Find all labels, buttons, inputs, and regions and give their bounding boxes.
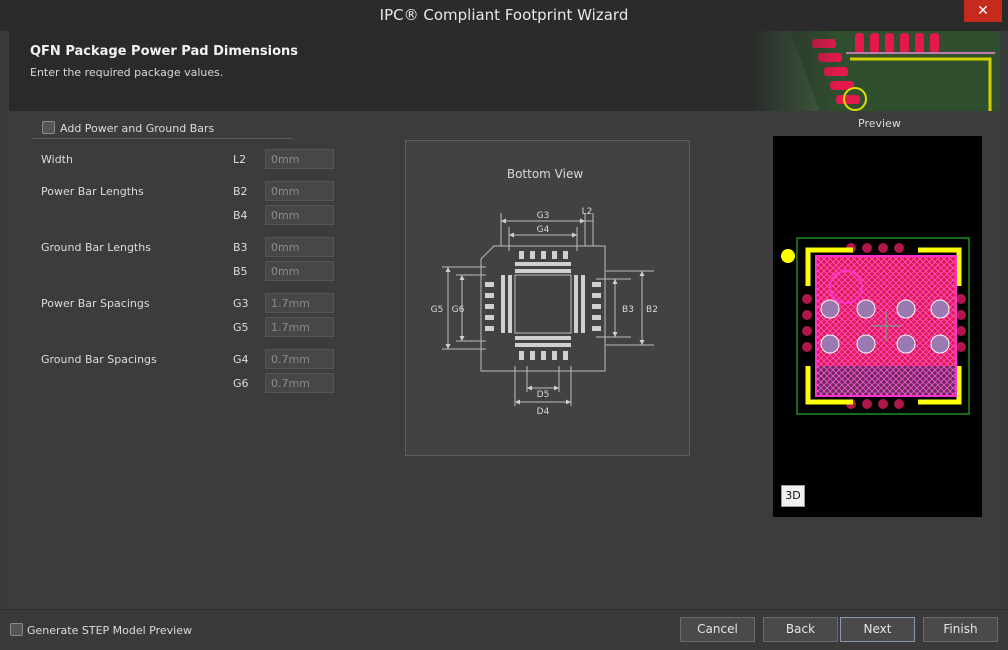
l2-code: L2 <box>233 153 247 166</box>
g6-field[interactable]: 0.7mm <box>265 373 334 393</box>
g5-code: G5 <box>233 321 249 334</box>
b2-code: B2 <box>233 185 248 198</box>
bottom-view-diagram: Bottom View <box>405 140 690 456</box>
header-pcb-illustration-icon <box>750 31 1000 111</box>
section-divider <box>32 138 293 139</box>
width-label: Width <box>41 153 73 166</box>
power-bar-spacings-label: Power Bar Spacings <box>41 297 150 310</box>
b4-code: B4 <box>233 209 248 222</box>
page-subtitle: Enter the required package values. <box>30 66 224 79</box>
generate-step-preview-label: Generate STEP Model Preview <box>27 624 192 637</box>
generate-step-preview-checkbox[interactable] <box>10 623 23 636</box>
dim-b2-label: B2 <box>646 305 658 315</box>
cancel-button[interactable]: Cancel <box>680 617 755 642</box>
wizard-header: QFN Package Power Pad Dimensions Enter t… <box>9 31 1000 111</box>
footer-divider <box>0 609 1008 610</box>
dim-d4-label: D4 <box>537 407 550 417</box>
3d-button[interactable]: 3D <box>781 485 805 507</box>
dim-g5-label: G5 <box>431 305 444 315</box>
g4-field[interactable]: 0.7mm <box>265 349 334 369</box>
footprint-preview-render <box>781 237 970 415</box>
next-button[interactable]: Next <box>840 617 915 642</box>
b3-field[interactable]: 0mm <box>265 237 334 257</box>
ground-bar-spacings-label: Ground Bar Spacings <box>41 353 157 366</box>
dim-g6-label: G6 <box>452 305 465 315</box>
b3-code: B3 <box>233 241 248 254</box>
dim-g3-label: G3 <box>537 211 550 221</box>
page-title: QFN Package Power Pad Dimensions <box>30 44 299 59</box>
b2-field[interactable]: 0mm <box>265 181 334 201</box>
preview-title: Preview <box>858 117 901 130</box>
g4-code: G4 <box>233 353 249 366</box>
g3-field[interactable]: 1.7mm <box>265 293 334 313</box>
dim-b3-label: B3 <box>622 305 634 315</box>
dim-g4-label: G4 <box>537 225 550 235</box>
window-title: IPC® Compliant Footprint Wizard <box>379 6 629 24</box>
b5-code: B5 <box>233 265 248 278</box>
back-button[interactable]: Back <box>763 617 838 642</box>
g6-code: G6 <box>233 377 249 390</box>
close-button[interactable]: ✕ <box>964 0 1002 22</box>
ground-bar-lengths-label: Ground Bar Lengths <box>41 241 151 254</box>
qfn-dimension-drawing: Bottom View <box>431 167 658 417</box>
add-power-ground-bars-label: Add Power and Ground Bars <box>60 122 215 135</box>
bottom-view-title: Bottom View <box>507 167 583 181</box>
title-bar: IPC® Compliant Footprint Wizard ✕ <box>0 0 1008 31</box>
footprint-preview[interactable]: 3D <box>773 136 982 517</box>
power-bar-lengths-label: Power Bar Lengths <box>41 185 144 198</box>
g3-code: G3 <box>233 297 249 310</box>
add-power-ground-bars-checkbox[interactable] <box>42 121 55 134</box>
dim-d5-label: D5 <box>537 390 550 400</box>
b5-field[interactable]: 0mm <box>265 261 334 281</box>
finish-button[interactable]: Finish <box>923 617 998 642</box>
g5-field[interactable]: 1.7mm <box>265 317 334 337</box>
l2-field[interactable]: 0mm <box>265 149 334 169</box>
dim-l2-label: L2 <box>582 207 593 217</box>
b4-field[interactable]: 0mm <box>265 205 334 225</box>
